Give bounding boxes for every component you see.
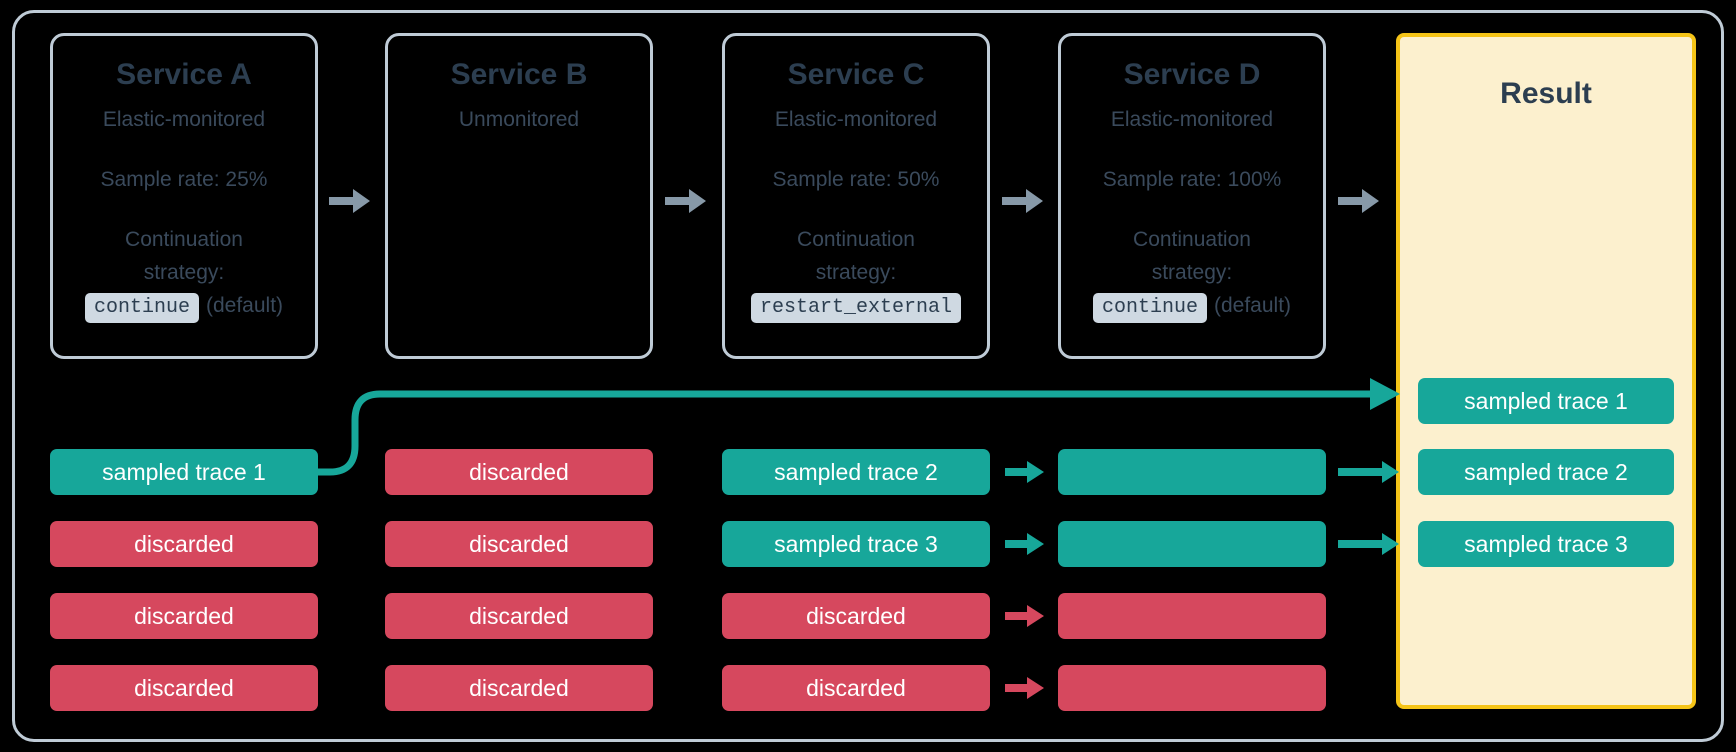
service-a-sample-rate: Sample rate: 25%	[100, 167, 268, 191]
bar-c-2: sampled trace 3	[722, 521, 990, 567]
service-c-strategy-label-line1: Continuation	[797, 228, 915, 251]
service-c-sample-rate: Sample rate: 50%	[772, 167, 940, 191]
result-trace-2: sampled trace 2	[1418, 449, 1674, 495]
arrow-c3-to-d3-icon	[1005, 605, 1044, 627]
bar-b-1: discarded	[385, 449, 653, 495]
bar-a-4: discarded	[50, 665, 318, 711]
bar-c-2-label: sampled trace 3	[774, 530, 938, 557]
service-d-strategy-note: (default)	[1213, 293, 1292, 317]
arrow-c1-to-d1-icon	[1005, 461, 1044, 483]
arrow-d2-to-result3-icon	[1338, 533, 1399, 555]
arrow-d-to-result-icon	[1338, 189, 1379, 213]
service-c-strategy-value: restart_external	[750, 292, 962, 323]
arrow-c-to-d-icon	[1002, 189, 1043, 213]
bar-c-4-label: discarded	[806, 674, 906, 701]
bar-b-2: discarded	[385, 521, 653, 567]
bar-b-2-label: discarded	[469, 530, 569, 557]
bar-b-1-label: discarded	[469, 458, 569, 485]
service-c-strategy-label-line2: strategy:	[815, 260, 897, 284]
bar-a-3-label: discarded	[134, 602, 234, 629]
service-c-title: Service C	[787, 58, 925, 91]
service-box-a: Service A Elastic-monitored Sample rate:…	[50, 33, 318, 359]
service-a-strategy-note: (default)	[205, 293, 284, 317]
service-box-b: Service B Unmonitored	[385, 33, 653, 359]
result-trace-3-label: sampled trace 3	[1464, 530, 1628, 557]
bar-a-2: discarded	[50, 521, 318, 567]
service-a-strategy-code: continue	[84, 292, 199, 323]
bar-d-1	[1058, 449, 1326, 495]
arrow-c4-to-d4-icon	[1005, 677, 1044, 699]
bar-c-4: discarded	[722, 665, 990, 711]
service-d-sample-rate: Sample rate: 100%	[1102, 167, 1282, 191]
bar-a-1: sampled trace 1	[50, 449, 318, 495]
bar-c-1-label: sampled trace 2	[774, 458, 938, 485]
arrow-a-to-b-icon	[329, 189, 370, 213]
result-trace-2-label: sampled trace 2	[1464, 458, 1628, 485]
result-trace-1: sampled trace 1	[1418, 378, 1674, 424]
service-d-strategy-label-line1: Continuation	[1133, 228, 1251, 251]
bar-b-3: discarded	[385, 593, 653, 639]
service-c-monitoring: Elastic-monitored	[774, 107, 938, 131]
bar-c-3: discarded	[722, 593, 990, 639]
service-d-strategy-label-line2: strategy:	[1151, 260, 1233, 284]
service-d-monitoring: Elastic-monitored	[1110, 107, 1274, 131]
bar-b-3-label: discarded	[469, 602, 569, 629]
result-title: Result	[1500, 77, 1592, 110]
result-trace-1-label: sampled trace 1	[1464, 387, 1628, 414]
result-panel: Result	[1396, 33, 1696, 709]
bar-c-1: sampled trace 2	[722, 449, 990, 495]
service-box-d: Service D Elastic-monitored Sample rate:…	[1058, 33, 1326, 359]
service-a-strategy-label-line2: strategy:	[143, 260, 225, 284]
service-c-strategy-code: restart_external	[750, 292, 962, 323]
bar-a-3: discarded	[50, 593, 318, 639]
bar-a-4-label: discarded	[134, 674, 234, 701]
bar-d-4	[1058, 665, 1326, 711]
arrow-c2-to-d2-icon	[1005, 533, 1044, 555]
service-a-strategy-value: continue (default)	[84, 292, 284, 323]
result-trace-3: sampled trace 3	[1418, 521, 1674, 567]
service-b-title: Service B	[450, 58, 588, 91]
arrow-d1-to-result2-icon	[1338, 461, 1399, 483]
service-b-monitoring: Unmonitored	[458, 107, 580, 131]
service-d-strategy-value: continue (default)	[1092, 292, 1292, 323]
service-d-strategy-code: continue	[1092, 292, 1207, 323]
service-a-monitoring: Elastic-monitored	[102, 107, 266, 131]
service-a-title: Service A	[116, 58, 252, 91]
bar-d-2	[1058, 521, 1326, 567]
bar-a-2-label: discarded	[134, 530, 234, 557]
bar-a-1-label: sampled trace 1	[102, 458, 266, 485]
bar-d-3	[1058, 593, 1326, 639]
bar-b-4: discarded	[385, 665, 653, 711]
bar-b-4-label: discarded	[469, 674, 569, 701]
arrow-b-to-c-icon	[665, 189, 706, 213]
service-box-c: Service C Elastic-monitored Sample rate:…	[722, 33, 990, 359]
service-a-strategy-label-line1: Continuation	[125, 228, 243, 251]
bar-c-3-label: discarded	[806, 602, 906, 629]
service-d-title: Service D	[1123, 58, 1261, 91]
